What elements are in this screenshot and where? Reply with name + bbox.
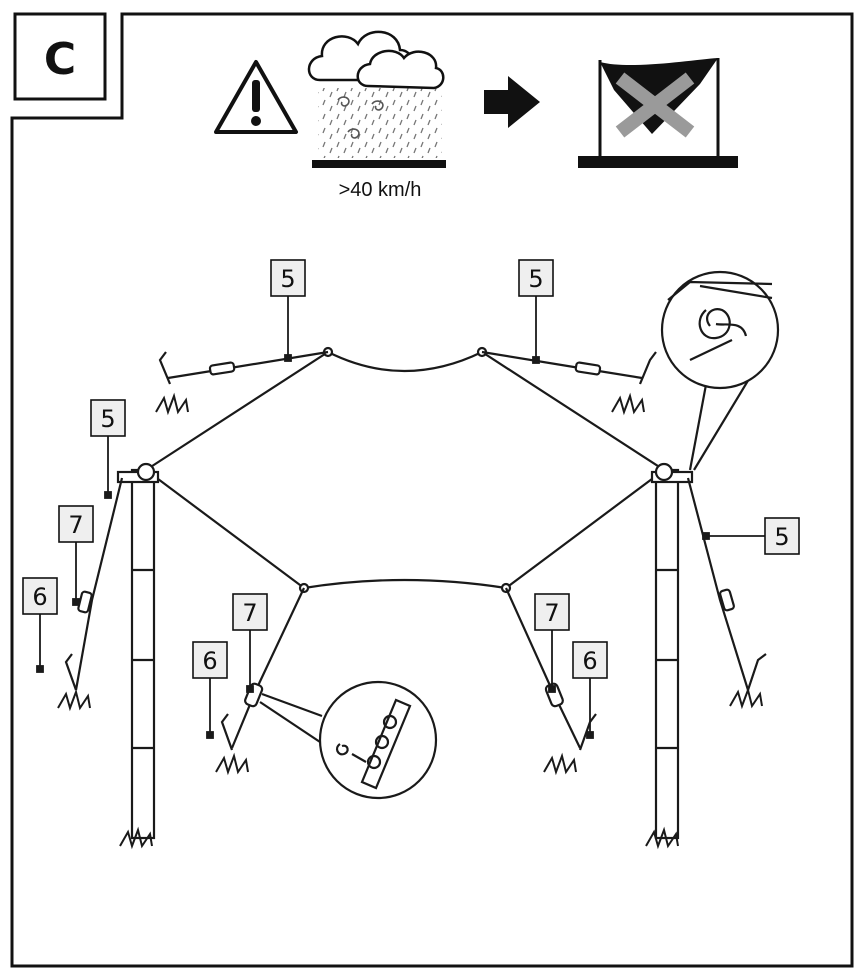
tensioner-detail-magnifier [259,680,438,800]
left-pole [130,468,156,840]
rope-right [686,477,750,691]
callout-back-left: 5 [270,259,306,297]
svg-text:6: 6 [32,583,47,611]
callout-front-right-tensioner: 7 [534,593,570,631]
svg-text:5: 5 [100,405,115,433]
callout-left-tensioner: 7 [58,505,94,543]
svg-text:7: 7 [544,599,559,627]
callout-leaders [36,296,765,739]
panel-border [10,12,854,968]
remove-canopy-icon [578,58,738,168]
step-label: C [44,34,76,85]
warning-triangle-icon [214,60,298,134]
svg-text:6: 6 [202,647,217,675]
arrow-right-icon [484,76,540,128]
knot-detail-magnifier [660,270,780,471]
svg-text:7: 7 [68,511,83,539]
callout-right-corner: 5 [764,517,800,555]
svg-text:7: 7 [242,599,257,627]
callout-left-peg: 6 [22,577,58,615]
rope-left [74,477,124,691]
svg-text:5: 5 [280,265,295,293]
callout-front-right-peg: 6 [572,641,608,679]
grass-tufts [57,392,763,850]
svg-text:5: 5 [774,523,789,551]
wind-speed-label: >40 km/h [339,179,422,201]
shade-sail [144,350,666,590]
callout-front-left-peg: 6 [192,641,228,679]
callout-left-corner: 5 [90,399,126,437]
storm-wind-icon [307,30,446,168]
callout-front-left-tensioner: 7 [232,593,268,631]
step-label-box [13,12,107,101]
right-pole [654,468,680,840]
canopy-assembly [64,346,767,840]
svg-text:6: 6 [582,647,597,675]
svg-text:5: 5 [528,265,543,293]
callout-back-right: 5 [518,259,554,297]
